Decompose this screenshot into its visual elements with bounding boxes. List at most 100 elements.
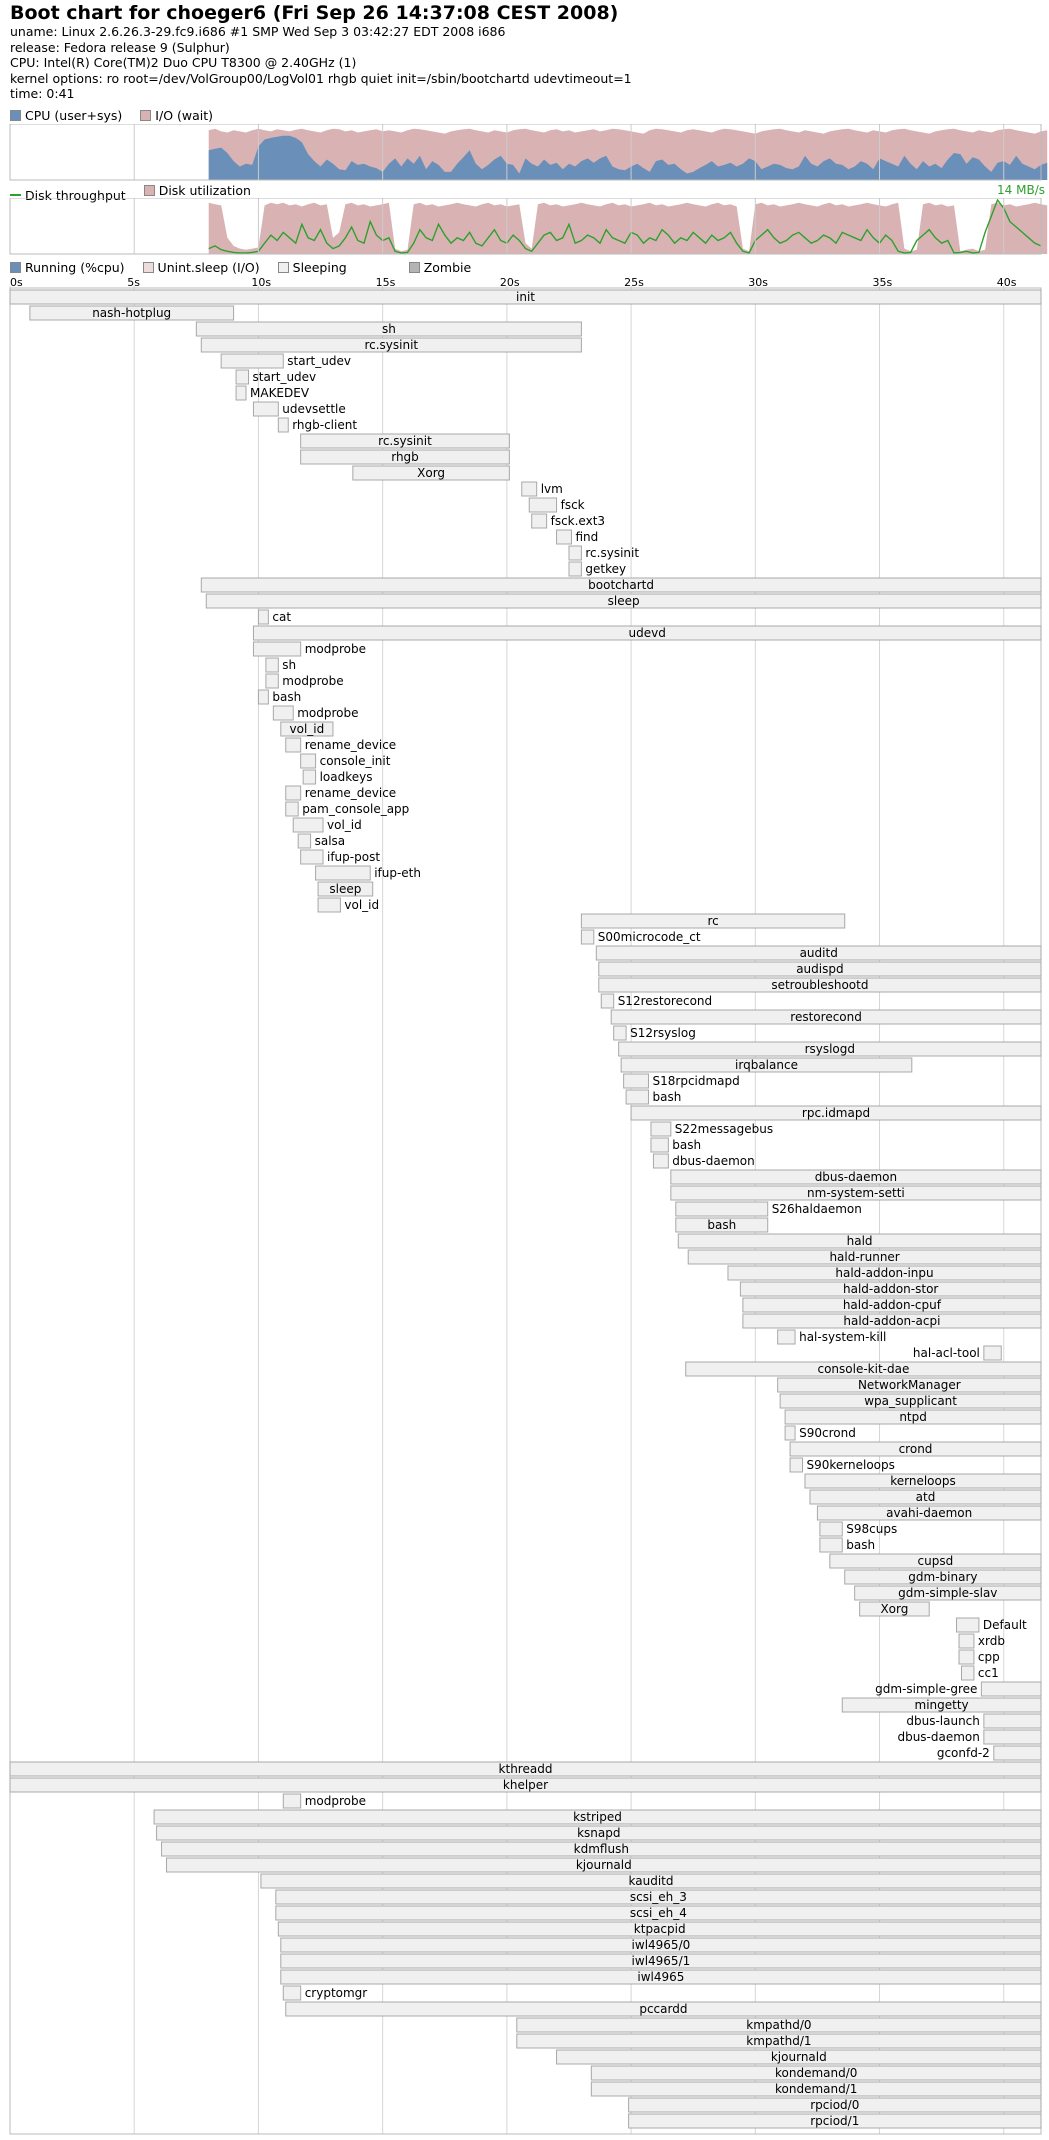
proc-bar xyxy=(844,1569,1042,1585)
proc-label: avahi-daemon xyxy=(886,1506,972,1520)
legend-disk-util-label: Disk utilization xyxy=(158,183,251,198)
proc-bar xyxy=(235,385,247,401)
proc-bar xyxy=(556,2049,1042,2065)
proc-label: cc1 xyxy=(978,1666,999,1680)
throughput-swatch-icon xyxy=(10,194,21,196)
proc-label: dbus-daemon xyxy=(897,1730,979,1744)
proc-bar xyxy=(277,417,289,433)
legend-unint-sleep-label: Unint.sleep (I/O) xyxy=(157,260,260,275)
proc-bar xyxy=(300,433,510,449)
proc-label: sleep xyxy=(608,594,640,608)
proc-label: dbus-launch xyxy=(906,1714,980,1728)
proc-bar xyxy=(300,753,317,769)
proc-bar xyxy=(252,625,1042,641)
proc-label: hal-system-kill xyxy=(799,1330,886,1344)
uname-line: uname: Linux 2.6.26.3-29.fc9.i686 #1 SMP… xyxy=(10,24,506,39)
proc-label: kdmflush xyxy=(574,1842,629,1856)
proc-bar xyxy=(280,721,334,737)
proc-bar xyxy=(282,1793,302,1809)
proc-label: rename_device xyxy=(305,738,397,752)
proc-bar xyxy=(598,961,1042,977)
proc-bar xyxy=(285,2001,1042,2017)
proc-bar xyxy=(590,2081,1042,2097)
proc-bar xyxy=(625,1089,649,1105)
proc-label: S26haldaemon xyxy=(772,1202,862,1216)
proc-label: khelper xyxy=(503,1778,548,1792)
proc-label: S22messagebus xyxy=(675,1122,773,1136)
proc-bar xyxy=(195,321,582,337)
proc-bar xyxy=(302,769,317,785)
proc-label: kondemand/1 xyxy=(775,2082,857,2096)
proc-label: hald-runner xyxy=(829,1250,899,1264)
proc-bar xyxy=(784,1425,796,1441)
cpu-chart-frame xyxy=(9,124,1042,181)
proc-bar xyxy=(789,1441,1042,1457)
proc-bar xyxy=(675,1201,769,1217)
cpu-chart xyxy=(9,124,1048,181)
proc-bar xyxy=(961,1665,975,1681)
proc-bar xyxy=(317,897,341,913)
legend-sleeping-label: Sleeping xyxy=(292,260,347,275)
proc-bar xyxy=(675,1217,769,1233)
proc-label: udevd xyxy=(629,626,666,640)
proc-bar xyxy=(742,1313,1042,1329)
proc-bar xyxy=(854,1585,1042,1601)
proc-label: cpp xyxy=(978,1650,1000,1664)
disk-legend: Disk throughput Disk utilization xyxy=(10,183,265,203)
proc-bar xyxy=(670,1169,1042,1185)
proc-label: scsi_eh_4 xyxy=(630,1906,687,1920)
proc-bar xyxy=(804,1473,1042,1489)
proc-bar xyxy=(742,1297,1042,1313)
proc-bar xyxy=(650,1137,669,1153)
proc-label: ifup-post xyxy=(327,850,380,864)
proc-bar xyxy=(556,529,572,545)
proc-label: rc.sysinit xyxy=(364,338,418,352)
proc-bar xyxy=(983,1729,1042,1745)
header: Boot chart for choeger6 (Fri Sep 26 14:3… xyxy=(10,2,1040,102)
x-tick-label: 20s xyxy=(500,276,520,289)
proc-bar xyxy=(153,1809,1042,1825)
proc-bar xyxy=(859,1601,930,1617)
x-tick-label: 5s xyxy=(127,276,140,289)
proc-label: cupsd xyxy=(918,1554,954,1568)
proc-label: dbus-daemon xyxy=(815,1170,897,1184)
proc-bar xyxy=(531,513,548,529)
proc-bar xyxy=(257,609,269,625)
proc-label: bash xyxy=(672,1138,701,1152)
disk-throughput-line xyxy=(208,198,1042,254)
proc-bar xyxy=(983,1713,1042,1729)
proc-bar xyxy=(285,801,299,817)
proc-bar xyxy=(685,1361,1042,1377)
proc-label: mingetty xyxy=(915,1698,969,1712)
proc-label: S12restorecond xyxy=(618,994,712,1008)
disk-chart-frame xyxy=(9,198,1042,255)
proc-label: modprobe xyxy=(282,674,343,688)
page-title: Boot chart for choeger6 (Fri Sep 26 14:3… xyxy=(10,2,619,24)
proc-bar xyxy=(528,497,558,513)
proc-bar xyxy=(300,849,324,865)
cpu-line: CPU: Intel(R) Core(TM)2 Duo CPU T8300 @ … xyxy=(10,55,357,70)
proc-label: kmpathd/1 xyxy=(746,2034,811,2048)
legend-running-label: Running (%cpu) xyxy=(25,260,125,275)
proc-label: pam_console_app xyxy=(302,802,409,816)
unint-sleep-swatch-icon xyxy=(142,262,154,273)
process-legend: Running (%cpu) Unint.sleep (I/O) Sleepin… xyxy=(10,260,485,276)
proc-bar xyxy=(829,1553,1042,1569)
proc-label: hald-addon-cpuf xyxy=(843,1298,942,1312)
proc-label: rpciod/0 xyxy=(810,2098,859,2112)
proc-label: rpc.idmapd xyxy=(802,1106,870,1120)
proc-label: S18rpcidmapd xyxy=(653,1074,740,1088)
boot-time-line: time: 0:41 xyxy=(10,86,75,101)
proc-label: init xyxy=(516,290,535,304)
proc-label: nm-system-setti xyxy=(807,1186,905,1200)
proc-bar xyxy=(628,2113,1042,2129)
proc-bar xyxy=(260,1873,1042,1889)
proc-bar xyxy=(568,561,582,577)
proc-label: getkey xyxy=(585,562,626,576)
release-line: release: Fedora release 9 (Sulphur) xyxy=(10,39,230,55)
proc-label: fsck.ext3 xyxy=(551,514,605,528)
proc-label: loadkeys xyxy=(320,770,373,784)
legend-io-label: I/O (wait) xyxy=(155,108,214,123)
proc-label: modprobe xyxy=(305,1794,366,1808)
x-tick-label: 25s xyxy=(624,276,644,289)
